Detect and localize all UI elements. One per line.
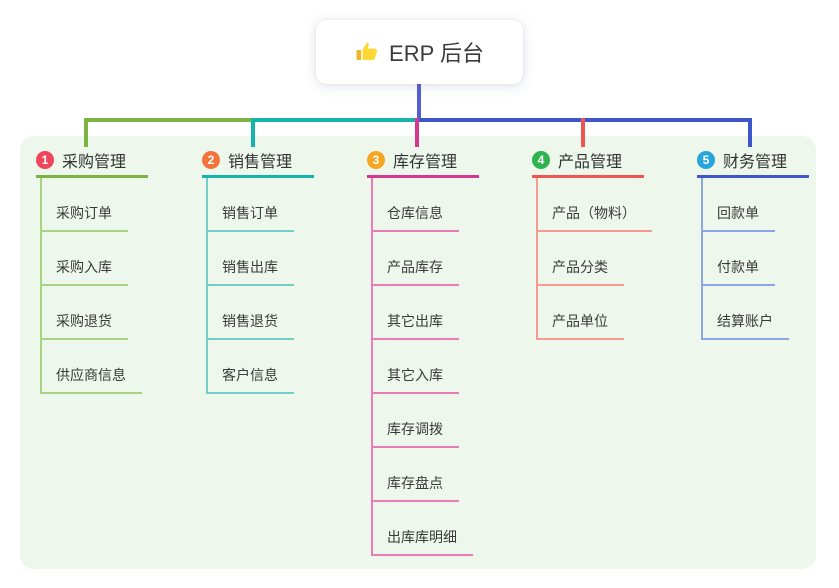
child-node[interactable]: 产品单位 [538,286,624,340]
branch-children: 产品（物料） 产品分类产品单位 [536,178,652,340]
child-label: 采购退货 [56,313,112,329]
child-node[interactable]: 销售退货 [208,286,294,340]
branch-underline [36,175,148,178]
branch-5-connector [748,118,752,147]
branch: 5 财务管理 回款单付款单结算账户 [697,149,837,340]
branch-label: 采购管理 [62,154,127,171]
branch-label: 销售管理 [228,154,293,171]
child-label: 库存盘点 [387,475,443,491]
branch-number-badge: 1 [36,151,54,169]
branch-children: 回款单付款单结算账户 [701,178,789,340]
child-node[interactable]: 采购入库 [42,232,128,286]
branch-label: 产品管理 [558,154,623,171]
branch-underline [367,175,479,178]
child-label: 销售退货 [222,313,278,329]
branch-header[interactable]: 5 财务管理 [697,149,837,171]
child-label: 回款单 [717,205,759,221]
bus-line-green [84,118,255,122]
child-label: 采购订单 [56,205,112,221]
child-node[interactable]: 采购退货 [42,286,128,340]
branch: 4 产品管理 产品（物料） 产品分类产品单位 [532,149,672,340]
child-label: 产品库存 [387,259,443,275]
child-label: 销售订单 [222,205,278,221]
branch-2-connector [251,118,255,147]
child-node[interactable]: 销售订单 [208,178,294,232]
branch-3-connector [415,118,419,147]
branch-underline [697,175,809,178]
branch-number-badge: 3 [367,151,385,169]
branch: 3 库存管理 仓库信息产品库存其它出库其它入库库存调拨库存盘点出库库明细 [367,149,507,556]
child-node[interactable]: 采购订单 [42,178,128,232]
branch-number-badge: 4 [532,151,550,169]
child-node[interactable]: 结算账户 [703,286,789,340]
child-label: 采购入库 [56,259,112,275]
branch-number-badge: 2 [202,151,220,169]
root-connector-line [417,84,421,121]
child-label: 产品分类 [552,259,608,275]
child-label: 产品（物料） [552,205,636,221]
child-node[interactable]: 销售出库 [208,232,294,286]
child-label: 出库库明细 [387,529,457,545]
child-node[interactable]: 仓库信息 [373,178,459,232]
root-label: ERP 后台 [389,41,484,66]
branch: 2 销售管理 销售订单销售出库销售退货客户信息 [202,149,342,394]
child-label: 其它入库 [387,367,443,383]
branch-header[interactable]: 4 产品管理 [532,149,672,171]
child-node[interactable]: 其它入库 [373,340,459,394]
branch-number-badge: 5 [697,151,715,169]
bus-line-teal [251,118,419,122]
branch-children: 仓库信息产品库存其它出库其它入库库存调拨库存盘点出库库明细 [371,178,473,556]
child-label: 销售出库 [222,259,278,275]
thumbs-up-icon [355,40,379,64]
branch-header[interactable]: 2 销售管理 [202,149,342,171]
child-label: 产品单位 [552,313,608,329]
branch-4-connector [581,118,585,147]
branch-1-connector [84,118,88,147]
child-node[interactable]: 付款单 [703,232,775,286]
child-node[interactable]: 供应商信息 [42,340,142,394]
branch-underline [202,175,314,178]
child-node[interactable]: 其它出库 [373,286,459,340]
child-node[interactable]: 回款单 [703,178,775,232]
child-label: 仓库信息 [387,205,443,221]
child-label: 其它出库 [387,313,443,329]
branch: 1 采购管理 采购订单采购入库采购退货供应商信息 [36,149,176,394]
branch-underline [532,175,644,178]
child-node[interactable]: 产品分类 [538,232,624,286]
child-label: 结算账户 [717,313,773,329]
child-node[interactable]: 库存盘点 [373,448,459,502]
branch-children: 采购订单采购入库采购退货供应商信息 [40,178,142,394]
branch-header[interactable]: 3 库存管理 [367,149,507,171]
branch-header[interactable]: 1 采购管理 [36,149,176,171]
child-node[interactable]: 产品库存 [373,232,459,286]
child-label: 付款单 [717,259,759,275]
child-label: 供应商信息 [56,367,126,383]
child-node[interactable]: 库存调拨 [373,394,459,448]
child-label: 客户信息 [222,367,278,383]
child-node[interactable]: 出库库明细 [373,502,473,556]
child-node[interactable]: 客户信息 [208,340,294,394]
child-label: 库存调拨 [387,421,443,437]
child-node[interactable]: 产品（物料） [538,178,652,232]
branch-label: 库存管理 [393,154,458,171]
branch-children: 销售订单销售出库销售退货客户信息 [206,178,294,394]
branch-label: 财务管理 [723,154,788,171]
mindmap-background-panel [20,136,816,569]
root-node[interactable]: ERP 后台 [316,20,523,84]
